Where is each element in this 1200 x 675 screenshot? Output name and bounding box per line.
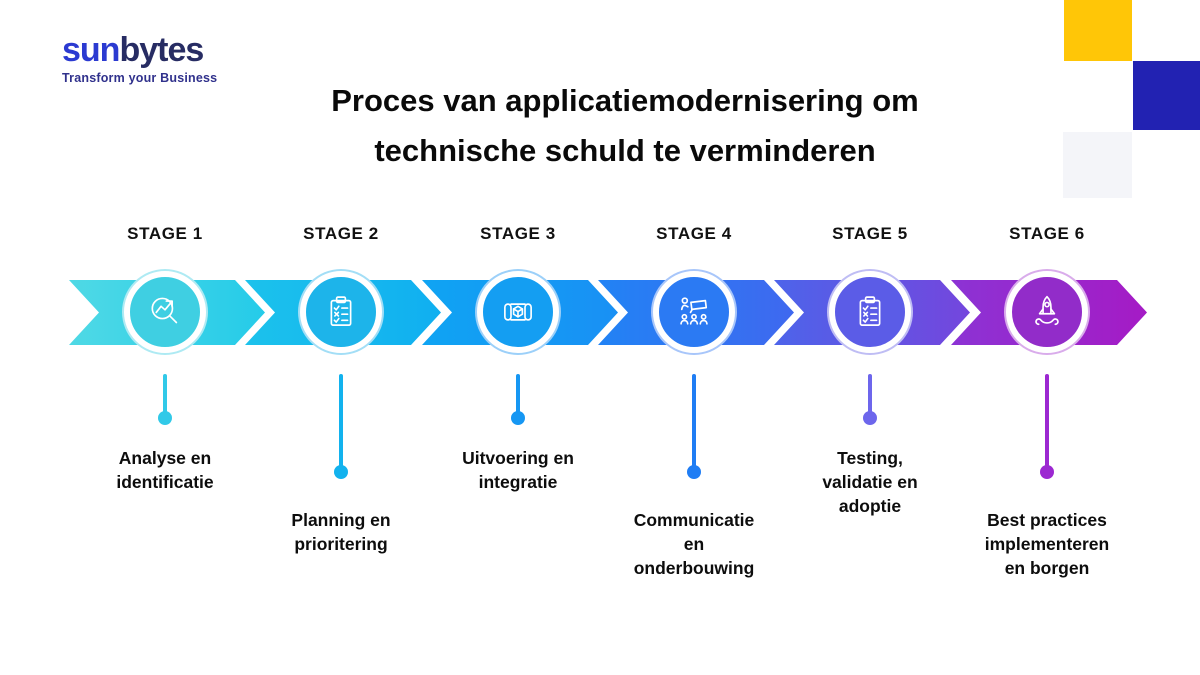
stage-5: STAGE 5 Testing, validatie en adoptie	[770, 218, 970, 638]
stage-5-connector-dot	[863, 411, 877, 425]
stage-1-name: Analyse en identificatie	[116, 448, 214, 492]
stage-4-name: Communicatie en onderbouwing	[633, 510, 755, 578]
stage-3-icon-circle	[477, 271, 559, 353]
light-square	[1063, 132, 1132, 198]
stage-1-label: STAGE 1	[127, 224, 203, 243]
blue-square	[1133, 61, 1200, 130]
stage-2-connector-line	[339, 374, 343, 470]
stage-2-connector-dot	[334, 465, 348, 479]
stage-6-connector-dot	[1040, 465, 1054, 479]
stage-5-name: Testing, validatie en adoptie	[822, 448, 918, 516]
logo-wordmark: sunbytes	[62, 32, 217, 68]
stage-6-icon-circle	[1006, 271, 1088, 353]
presentation-audience-icon	[680, 297, 708, 325]
stage-1-icon-circle	[124, 271, 206, 353]
stage-6-label: STAGE 6	[1009, 224, 1085, 243]
stage-5-connector-line	[868, 374, 872, 416]
stage-3-name: Uitvoering en integratie	[462, 448, 574, 492]
sunbytes-logo: sunbytes Transform your Business	[62, 32, 217, 85]
stage-3-connector-dot	[511, 411, 525, 425]
logo-word-sun: sun	[62, 31, 120, 69]
stage-2-label: STAGE 2	[303, 224, 379, 243]
stage-3-connector-line	[516, 374, 520, 416]
stage-6: STAGE 6 Best practices implementeren en …	[947, 218, 1147, 638]
stage-4-icon-circle	[653, 271, 735, 353]
logo-tagline: Transform your Business	[62, 71, 218, 85]
rocket-launch-icon	[1035, 295, 1059, 326]
stage-4-connector-line	[692, 374, 696, 470]
clipboard-checklist-icon	[330, 296, 352, 326]
stage-4-connector-dot	[687, 465, 701, 479]
blueprint-cube-icon	[504, 303, 532, 321]
stage-6-connector-line	[1045, 374, 1049, 470]
logo-word-bytes: bytes	[119, 31, 204, 69]
stage-3: STAGE 3 Uitvoering en integratie	[418, 218, 618, 638]
stage-1-connector-dot	[158, 411, 172, 425]
page-title: Proces van applicatiemodernisering om te…	[120, 76, 1130, 176]
stage-1-connector-line	[163, 374, 167, 416]
stage-2-icon-circle	[300, 271, 382, 353]
stage-2: STAGE 2 Planning en prioritering	[241, 218, 441, 638]
page-title-line1: Proces van applicatiemodernisering om	[331, 83, 919, 118]
stage-6-name: Best practices implementeren en borgen	[984, 510, 1110, 578]
clipboard-checklist-icon	[859, 296, 881, 326]
stage-4: STAGE 4 Communicatie en onderbouwing	[594, 218, 794, 638]
page-title-line2: technische schuld te verminderen	[374, 133, 876, 168]
stage-1: STAGE 1 Analyse en identificatie	[65, 218, 265, 638]
stage-3-label: STAGE 3	[480, 224, 556, 243]
stage-2-name: Planning en prioritering	[291, 510, 391, 554]
stage-5-label: STAGE 5	[832, 224, 908, 243]
stage-5-icon-circle	[829, 271, 911, 353]
yellow-square	[1064, 0, 1132, 61]
stage-4-label: STAGE 4	[656, 224, 732, 243]
magnifier-trend-chart-icon	[151, 297, 178, 324]
